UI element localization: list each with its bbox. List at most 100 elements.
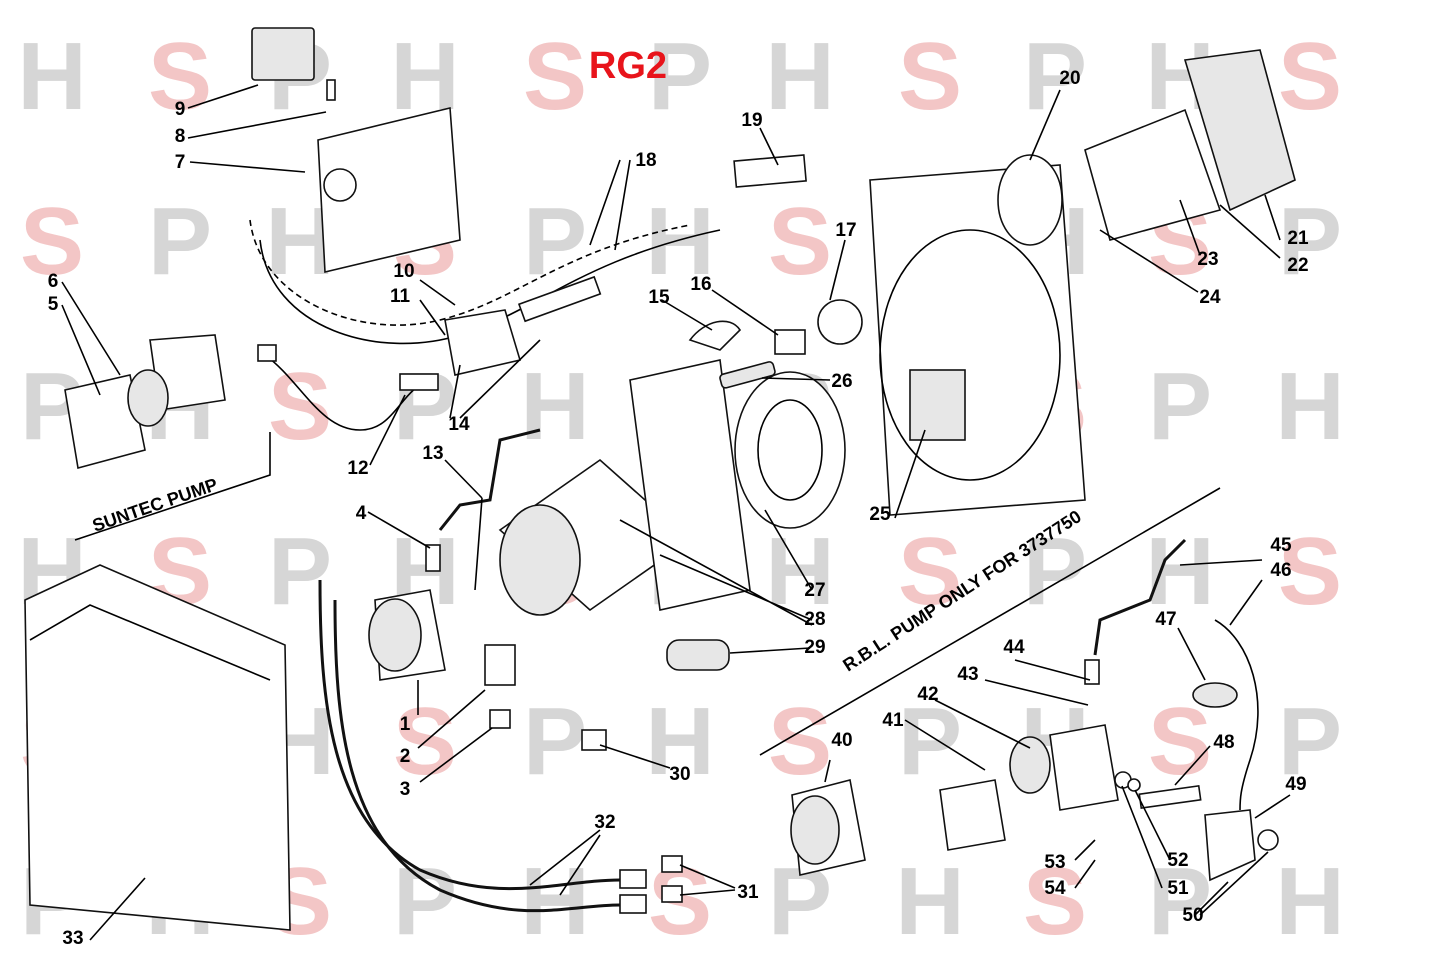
watermark-letter: H — [1275, 353, 1344, 460]
clip-part — [688, 320, 742, 351]
watermark-letter: H — [1275, 848, 1344, 955]
part-number-label: 19 — [741, 110, 762, 131]
watermark-letter: H — [17, 23, 86, 130]
capacitor-part — [666, 639, 730, 671]
part-number-label: 18 — [635, 150, 656, 171]
watermark-letter: P — [648, 23, 712, 130]
part-number-label: 24 — [1199, 287, 1221, 308]
part-number-label: 46 — [1270, 560, 1291, 581]
pump-body-part — [1049, 724, 1119, 811]
watermark-letter: H — [520, 848, 589, 955]
watermark-letter: S — [898, 23, 962, 130]
parts-drawing — [24, 27, 1296, 931]
part-number-label: 10 — [393, 261, 414, 282]
suntec-separator-line — [74, 432, 271, 541]
part-number-label: 22 — [1287, 255, 1308, 276]
solenoid-coil-part — [484, 644, 516, 686]
leader-lines — [61, 84, 1291, 941]
part-number-label: 14 — [448, 414, 470, 435]
part-number-label: 44 — [1003, 637, 1025, 658]
gasket-part — [997, 154, 1063, 246]
part-number-label: 25 — [869, 504, 891, 525]
part-number-label: 52 — [1167, 850, 1188, 871]
watermark-letter: P — [268, 518, 332, 625]
watermark-letter: H — [645, 188, 714, 295]
seal-52-part — [1127, 778, 1141, 792]
part-number-label: 32 — [594, 812, 615, 833]
part-number-label: 48 — [1213, 732, 1234, 753]
part-number-label: 47 — [1155, 609, 1176, 630]
part-number-label: 3 — [400, 779, 411, 800]
watermark-letter: S — [1023, 848, 1087, 955]
part-number-label: 23 — [1197, 249, 1218, 270]
part-number-label: 8 — [175, 126, 186, 147]
pipe-45-part — [1093, 538, 1187, 656]
part-number-label: 42 — [917, 684, 938, 705]
part-number-label: 51 — [1167, 878, 1189, 899]
watermark-letter: S — [768, 688, 832, 795]
watermark-letter: S — [148, 23, 212, 130]
control-box-part — [317, 107, 461, 273]
part-number-label: 20 — [1059, 68, 1080, 89]
watermark-letter: H — [765, 518, 834, 625]
watermark-letter: H — [895, 848, 964, 955]
watermark-letter: H — [645, 688, 714, 795]
part-number-label: 15 — [648, 287, 670, 308]
watermark-letter: P — [393, 353, 457, 460]
rbl-separator-line — [759, 487, 1221, 756]
ignition-leads-part — [249, 219, 691, 326]
coil-47-part — [1192, 682, 1238, 708]
fan-housing-part — [629, 359, 751, 611]
pump-cover-41-part — [939, 779, 1006, 851]
watermark-letter: H — [520, 353, 589, 460]
part-number-label: 17 — [835, 220, 856, 241]
part-number-label: 54 — [1044, 878, 1066, 899]
swirl-disc-part — [817, 299, 863, 345]
watermark-letter: S — [1278, 23, 1342, 130]
watermark-letter: S — [268, 353, 332, 460]
watermark-letter: P — [898, 688, 962, 795]
watermark-letter: S — [1148, 688, 1212, 795]
part-number-label: 6 — [48, 271, 59, 292]
watermark-letter: P — [523, 188, 587, 295]
part-number-label: 11 — [390, 286, 411, 307]
watermark-letter: S — [1278, 518, 1342, 625]
electrode-part — [719, 361, 776, 389]
part-number-label: 12 — [347, 458, 368, 479]
part-labels: 1234567891011121314151617181920212223242… — [48, 68, 1309, 949]
part-number-label: 29 — [804, 637, 825, 658]
fan-wheel-part — [734, 371, 846, 529]
part-number-label: 31 — [737, 882, 759, 903]
part-number-label: 5 — [48, 294, 59, 315]
part-number-label: 27 — [804, 580, 825, 601]
watermark-letter: P — [1278, 188, 1342, 295]
watermark-letter: P — [1148, 848, 1212, 955]
electrode-bracket-part — [444, 309, 522, 376]
watermark-letter: S — [898, 518, 962, 625]
part-number-label: 13 — [422, 443, 443, 464]
bracket-19-part — [733, 154, 807, 188]
insulation-flange-part — [1183, 49, 1296, 212]
part-number-label: 9 — [175, 99, 186, 120]
terminal-block-part — [251, 27, 315, 81]
part-number-label: 33 — [62, 928, 83, 949]
watermark-letter: H — [765, 23, 834, 130]
part-number-label: 30 — [669, 764, 690, 785]
nozzle-44-part — [1084, 659, 1100, 685]
part-number-label: 26 — [831, 371, 852, 392]
watermark-letter: P — [523, 688, 587, 795]
solenoid-49-part — [1204, 809, 1256, 882]
part-number-label: 40 — [831, 730, 852, 751]
part-number-label: 16 — [690, 274, 711, 295]
watermark-letter: P — [148, 188, 212, 295]
part-number-label: 1 — [400, 714, 411, 735]
watermark-letter: P — [1278, 688, 1342, 795]
part-number-label: 49 — [1285, 774, 1306, 795]
part-number-label: 50 — [1182, 905, 1203, 926]
part-number-label: 7 — [175, 152, 186, 173]
oil-pipe-part — [438, 428, 541, 531]
lead-46-part — [1214, 619, 1259, 811]
inspection-plate-part — [909, 369, 966, 441]
part-number-label: 53 — [1044, 852, 1065, 873]
